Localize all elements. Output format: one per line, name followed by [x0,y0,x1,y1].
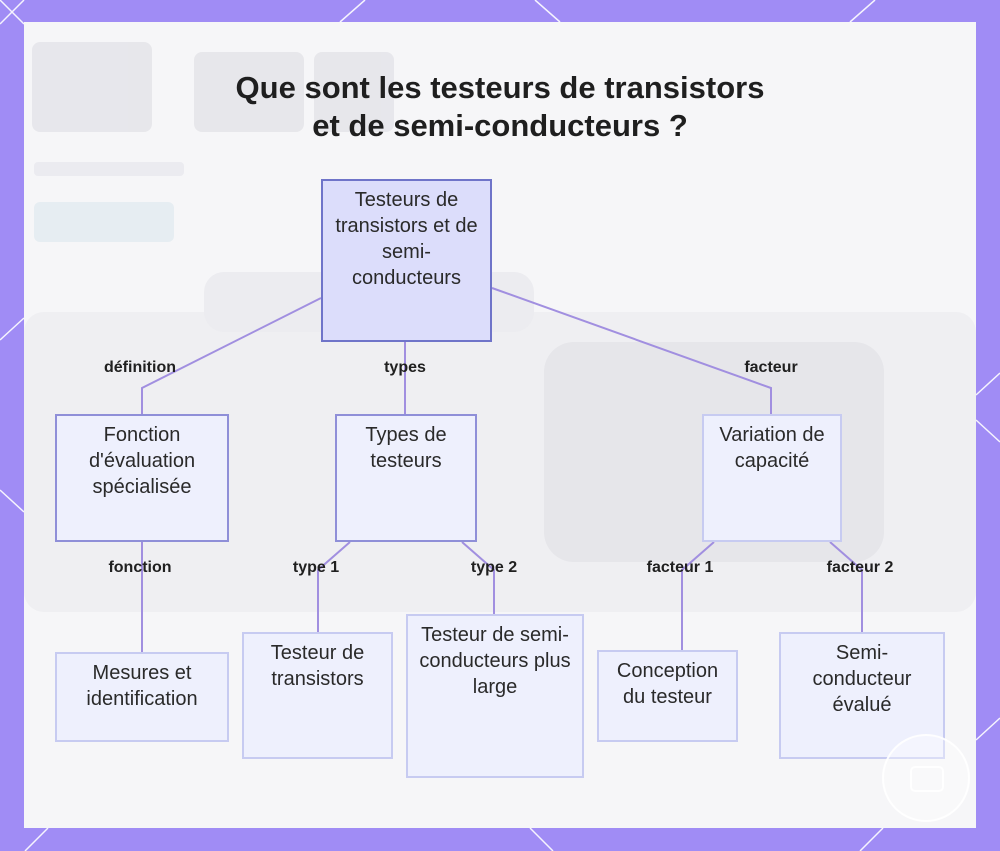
node-mesures-identification-label: Mesures et identification [86,662,198,710]
node-root: Testeurs de transistors et de semi-condu… [321,179,492,342]
edge-facteur1 [681,541,715,650]
node-testeur-semi-conducteurs: Testeur de semi-conducteurs plus large [406,614,584,778]
node-conception-testeur: Conception du testeur [597,650,738,742]
edge-label-definition: définition [104,359,176,376]
node-testeur-transistors: Testeur de transistors [242,632,393,759]
edge-label-fonction: fonction [108,559,172,576]
edge-definition [141,297,322,414]
node-root-label: Testeurs de transistors et de semi-condu… [335,189,478,289]
edge-type1 [317,541,351,632]
node-testeur-transistors-label: Testeur de transistors [270,642,365,690]
node-variation-capacite: Variation de capacité [702,414,842,542]
node-types-testeurs: Types de testeurs [335,414,477,542]
title-line-1: Que sont les testeurs de transistors [235,70,765,105]
node-fonction-evaluation: Fonction d'évaluation spécialisée [55,414,229,542]
edge-facteur2 [829,541,863,632]
node-testeur-semi-conducteurs-label: Testeur de semi-conducteurs plus large [419,624,571,698]
edge-facteur [491,287,772,414]
edge-label-types: types [384,359,426,376]
connector-lines [141,287,863,652]
diagram-panel: Que sont les testeurs de transistors et … [24,22,976,828]
edge-label-type1: type 1 [292,559,340,576]
edge-type2 [461,541,495,614]
node-variation-capacite-label: Variation de capacité [719,424,825,472]
edge-label-type2: type 2 [470,559,518,576]
title-line-2: et de semi-conducteurs ? [312,108,688,143]
page-title: Que sont les testeurs de transistors et … [24,69,976,145]
node-semi-conducteur-evalue-label: Semi-conducteur évalué [812,642,912,716]
node-types-testeurs-label: Types de testeurs [365,424,447,472]
edge-label-facteur1: facteur 1 [646,559,714,576]
node-fonction-evaluation-label: Fonction d'évaluation spécialisée [88,424,196,498]
node-mesures-identification: Mesures et identification [55,652,229,742]
node-conception-testeur-label: Conception du testeur [616,660,719,708]
watermark-badge-icon [882,734,970,822]
edge-label-facteur2: facteur 2 [826,559,894,576]
edge-label-facteur: facteur [744,359,798,376]
